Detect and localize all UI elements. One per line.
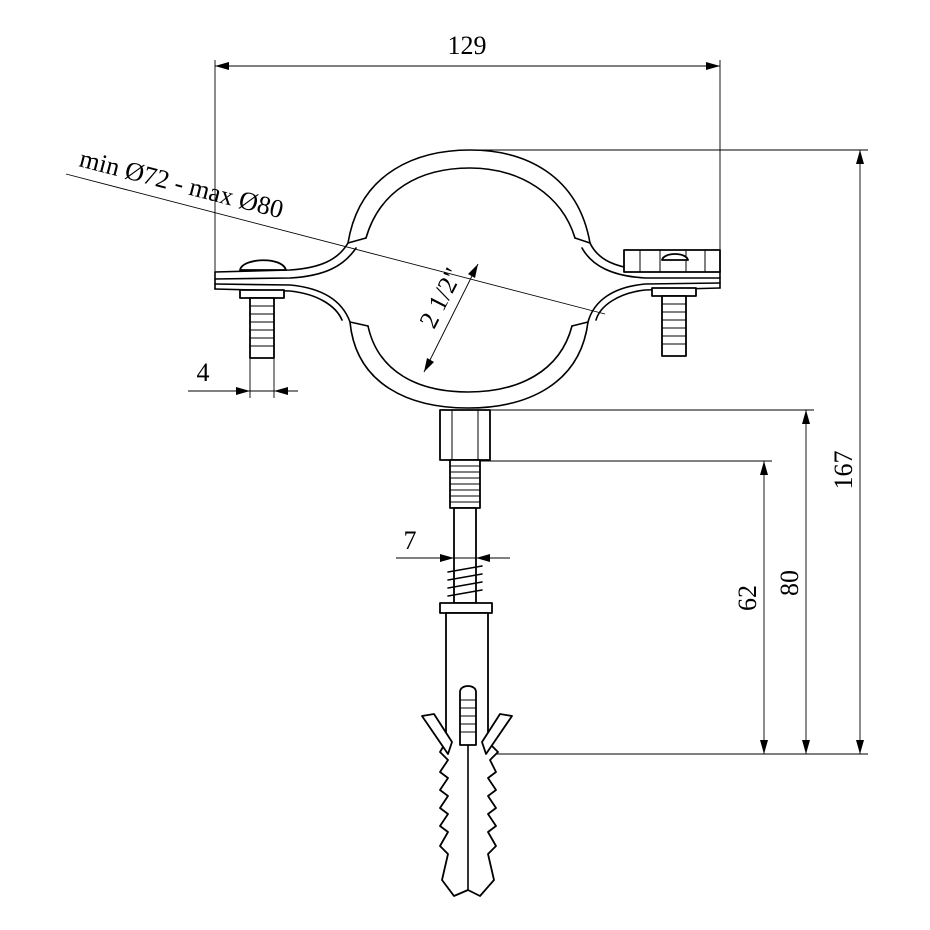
dim-bolt-4 (188, 358, 298, 398)
label-width-129: 129 (448, 31, 487, 60)
label-height-167: 167 (829, 451, 858, 490)
dim-rod-7 (396, 554, 510, 562)
label-pipe-range: min Ø72 - max Ø80 (76, 144, 286, 225)
right-clamp-nut (623, 249, 721, 357)
dim-width-129 (214, 60, 721, 272)
wall-plug (421, 602, 513, 897)
label-rod-7: 7 (404, 526, 417, 555)
label-height-80: 80 (775, 570, 804, 596)
dim-height-62 (480, 460, 772, 754)
pipe-range-leader (65, 173, 606, 373)
label-pipe-size: 2 1/2" (414, 263, 469, 333)
left-clamp-screw (239, 259, 287, 359)
label-bolt-4: 4 (197, 358, 210, 387)
dim-height-80 (490, 409, 814, 754)
hanger-rod (439, 409, 491, 604)
clamp-ring (214, 149, 721, 409)
label-height-62: 62 (733, 585, 762, 611)
dim-height-167 (470, 149, 868, 755)
